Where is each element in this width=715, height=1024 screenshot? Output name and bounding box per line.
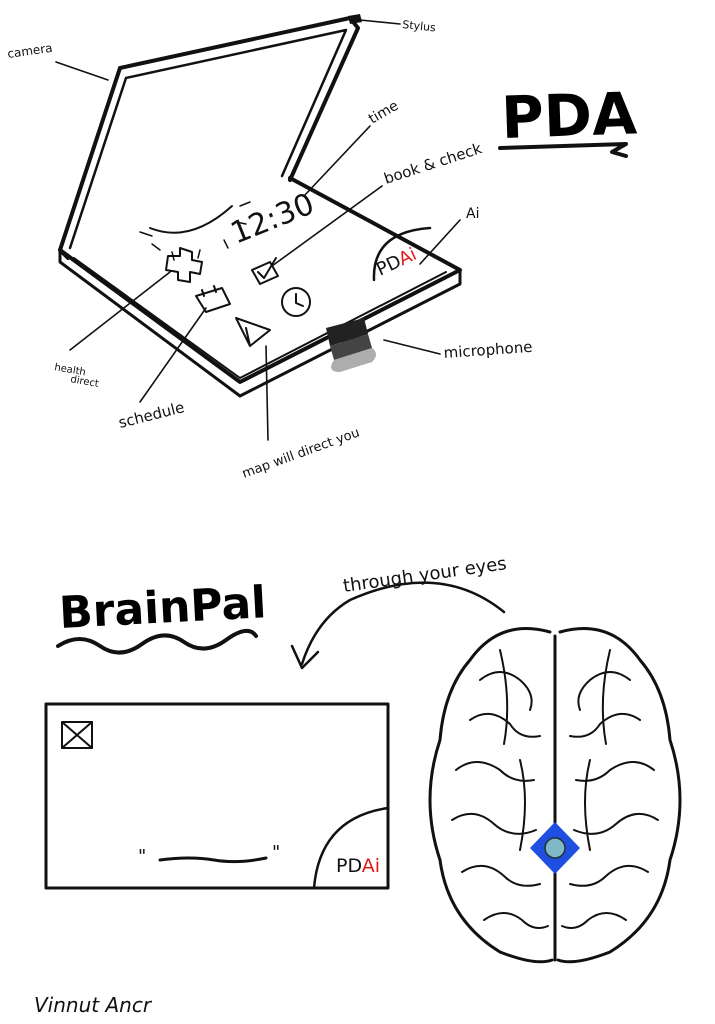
health-direct-label-line2: direct	[69, 374, 99, 390]
stylus-icon	[348, 14, 362, 24]
pda-base-inner	[73, 257, 447, 379]
artist-signature: Vinnut Ancr	[34, 993, 153, 1017]
brain-folds	[451, 649, 659, 929]
display-frame	[44, 702, 390, 890]
sun-arc	[149, 205, 233, 234]
pda-lid-inner	[68, 28, 348, 250]
quote-open: "	[138, 846, 146, 867]
brainpal-display: " " PDAi	[44, 702, 390, 890]
display-ai-corner-arc	[312, 806, 390, 890]
checkbox-icon[interactable]	[251, 257, 279, 285]
brain-left-hemisphere	[428, 627, 554, 964]
health-cross-icon[interactable]	[165, 247, 203, 283]
microphone-label: microphone	[443, 338, 533, 362]
schedule-label: schedule	[117, 398, 187, 432]
brain-right-hemisphere	[556, 627, 682, 964]
sun-rays	[139, 201, 251, 261]
time-label: time	[366, 98, 401, 128]
pda-base-edge	[58, 248, 462, 398]
through-eyes-label: through your eyes	[342, 553, 508, 597]
map-label: map will direct you	[240, 425, 361, 481]
microphone-icon	[326, 318, 376, 372]
quote-close: "	[272, 842, 280, 863]
ai-label: Ai	[466, 206, 479, 222]
clock-icon[interactable]	[281, 287, 311, 317]
pda-title: PDA	[500, 79, 638, 152]
camera-label: camera	[6, 41, 53, 61]
pda-leader-lines	[55, 19, 461, 441]
brain-chip-core	[544, 837, 566, 859]
brain-illustration	[428, 627, 682, 964]
curved-arrow	[300, 581, 506, 666]
brainpal-title: BrainPal	[58, 577, 268, 639]
brainpal-title-underline	[56, 628, 258, 655]
close-icon[interactable]	[61, 721, 93, 749]
map-arrow-icon[interactable]	[235, 317, 271, 347]
schedule-icon[interactable]	[195, 285, 231, 313]
stylus-label: Stylus	[402, 18, 437, 34]
pda-device: 12:30 PDAi	[58, 14, 462, 398]
book-check-label: book & check	[382, 139, 485, 188]
ai-corner-arc	[372, 226, 432, 282]
brainpal-logo[interactable]: PDAi	[336, 855, 380, 877]
health-direct-label-line1: health	[53, 362, 86, 378]
curved-arrow-head	[290, 644, 320, 670]
pda-title-underline	[498, 142, 628, 158]
speech-transcript-line	[158, 856, 268, 864]
